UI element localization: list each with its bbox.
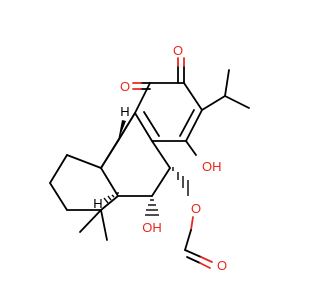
bond-c8-me2 — [100, 209, 108, 241]
bond-c5-c6 — [49, 154, 68, 184]
ring-oh-label: OH — [202, 159, 222, 174]
bond-c4a-c4 — [134, 82, 151, 114]
gem-dimethyl — [79, 209, 108, 241]
bond-c2-c1-double — [179, 109, 195, 137]
formyl-o-label: O — [217, 258, 227, 273]
hash-oh-bottom — [145, 199, 159, 216]
middle-ring — [100, 112, 171, 197]
bond-ch-me2 — [224, 95, 250, 109]
ketone-left — [132, 82, 151, 90]
ketone-left-o-label: O — [120, 79, 130, 94]
cyclohexane-ring — [49, 112, 136, 211]
bond-c10a-c10 — [151, 140, 171, 169]
ketone-top — [177, 57, 185, 84]
bond-c3-c2 — [183, 82, 203, 111]
bond-c10-c9 — [151, 167, 171, 197]
methyl-wedge — [118, 120, 126, 141]
bond-c2-c1 — [185, 109, 203, 142]
bond-c2-ch — [201, 95, 226, 111]
ester-o-label: O — [191, 201, 201, 216]
bond-c6-c7 — [49, 182, 68, 211]
h-lower-label: H — [93, 196, 102, 211]
hash-h-lower — [103, 192, 119, 204]
formate-group — [184, 216, 213, 269]
bond-c10a-c4a-double — [143, 111, 160, 137]
bond-o-ch — [184, 229, 192, 251]
bond-c1-oh — [185, 140, 197, 156]
isopropyl-group — [201, 69, 250, 111]
bottom-oh-label: OH — [142, 220, 162, 235]
bond-ch-me1 — [224, 69, 230, 97]
h-upper-label: H — [120, 104, 129, 119]
bond-ch-o — [184, 249, 202, 258]
quinone-ring — [134, 82, 203, 142]
bond-c4b-c5 — [66, 154, 102, 169]
bond-c8a-c4b — [100, 167, 119, 197]
hash-ester — [172, 167, 189, 196]
bond-c8-c8a — [100, 195, 119, 211]
molecule-structure: O O OH OH O O H H — [49, 43, 250, 273]
ketone-top-o-label: O — [173, 43, 183, 58]
bond-c8-me1 — [79, 209, 102, 233]
bond-c10a-c4a — [134, 112, 153, 142]
ring-hydroxyl — [185, 140, 197, 156]
